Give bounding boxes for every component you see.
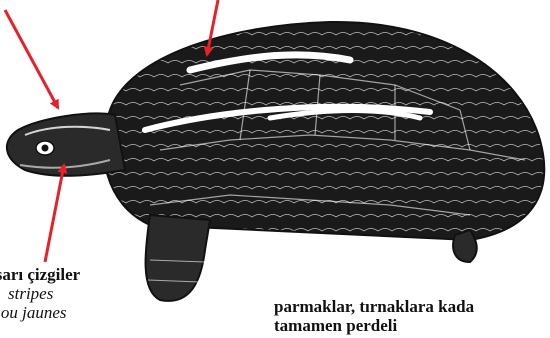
label-yellow-stripes: n sarı çizgiler bbox=[0, 265, 80, 285]
turtle-head bbox=[7, 113, 125, 175]
label-webbed-toes: parmaklar, tırnaklara kada bbox=[274, 297, 474, 317]
label-fully-webbed: tamamen perdeli bbox=[274, 316, 397, 336]
label-stripes-en: stripes bbox=[8, 284, 53, 304]
label-stripes-fr: s ou jaunes bbox=[0, 303, 67, 323]
arrow-to-head bbox=[5, 10, 58, 108]
arrow-to-head-stripes bbox=[45, 165, 64, 262]
